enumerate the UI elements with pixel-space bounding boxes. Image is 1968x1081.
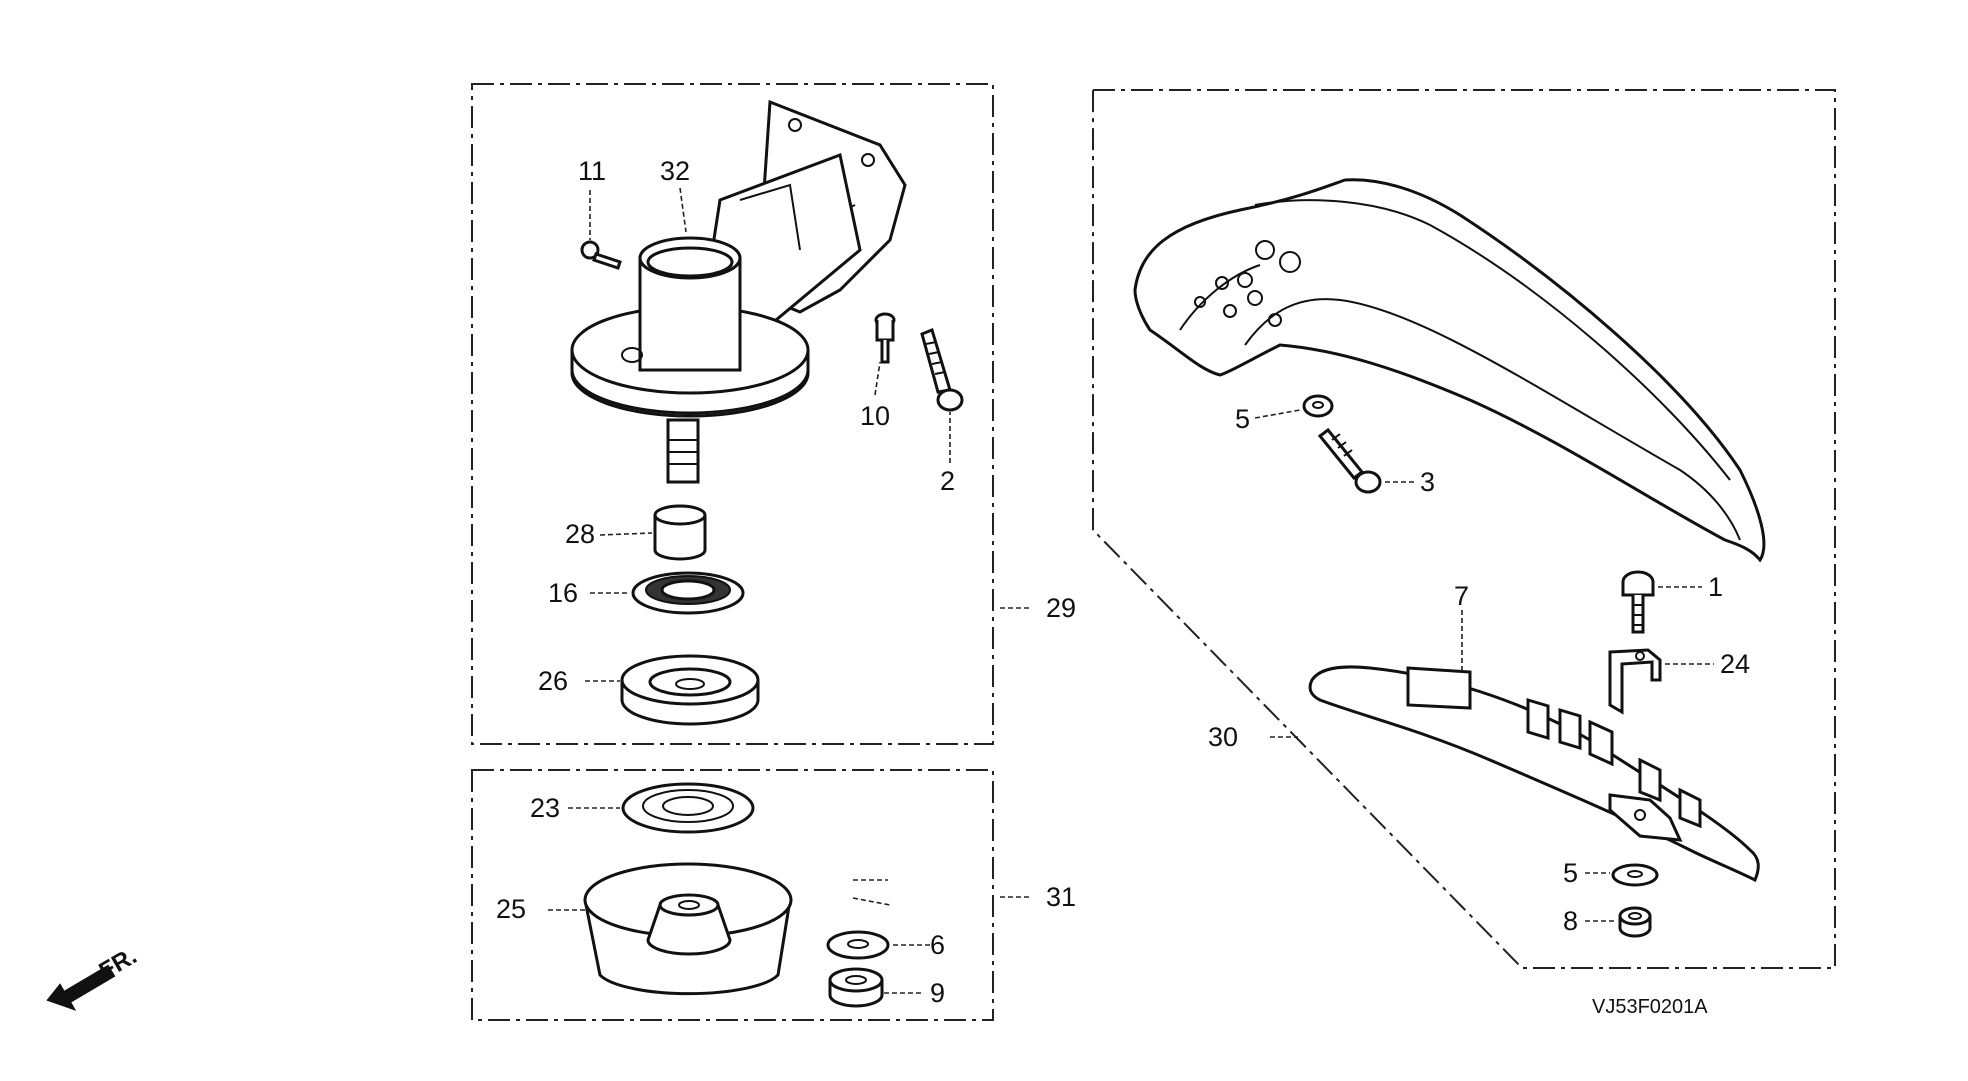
callout-1: 1 xyxy=(1708,572,1723,602)
guard-lower-part xyxy=(1308,665,1760,883)
drawing-code: VJ53F0201A xyxy=(1592,996,1708,1018)
screw-11-part xyxy=(580,240,622,270)
callout-26: 26 xyxy=(538,666,568,696)
callout-11: 11 xyxy=(578,156,606,186)
nut-9-part xyxy=(828,967,884,1008)
callout-28: 28 xyxy=(565,519,595,549)
callout-24: 24 xyxy=(1720,649,1750,679)
bolt-10-part xyxy=(874,312,896,364)
bearing-16-part xyxy=(631,571,745,615)
assembly-box-30 xyxy=(1092,89,1836,969)
callout-9: 9 xyxy=(930,978,945,1008)
callout-6: 6 xyxy=(930,930,945,960)
bracket-24-part xyxy=(1608,648,1662,715)
nut-8-part xyxy=(1618,906,1652,938)
holder-26-part xyxy=(620,654,760,726)
assembly-box-31 xyxy=(471,769,994,1021)
bushing-28-part xyxy=(653,504,707,561)
leader-lines xyxy=(548,187,1714,994)
washer-5-lower-part xyxy=(1611,863,1659,887)
callout-29: 29 xyxy=(1046,593,1076,623)
washer-23-part xyxy=(621,782,755,834)
cover-25-part xyxy=(583,862,793,996)
callout-5-lower: 5 xyxy=(1563,858,1578,888)
callout-7: 7 xyxy=(1454,581,1469,611)
callout-8: 8 xyxy=(1563,906,1578,936)
callout-25: 25 xyxy=(496,894,526,924)
callout-32: 32 xyxy=(660,156,690,186)
assembly-box-29 xyxy=(471,83,994,745)
callout-2: 2 xyxy=(940,466,955,496)
bolt-1-part xyxy=(1621,570,1655,634)
front-arrow-icon xyxy=(46,964,116,1011)
bolt-2-part xyxy=(920,327,964,412)
washer-6-part xyxy=(826,930,890,960)
callout-16: 16 xyxy=(548,578,578,608)
washer-5-upper-part xyxy=(1302,394,1334,418)
callout-10: 10 xyxy=(860,401,890,431)
callout-31: 31 xyxy=(1046,882,1076,912)
callout-30: 30 xyxy=(1208,722,1238,752)
bolt-3-part xyxy=(1317,427,1382,494)
gear-case-part xyxy=(570,99,907,484)
callout-23: 23 xyxy=(530,793,560,823)
callout-3: 3 xyxy=(1420,467,1435,497)
callout-5-upper: 5 xyxy=(1235,404,1250,434)
guard-upper-part xyxy=(1133,178,1766,563)
front-direction-marker: FR. xyxy=(46,942,141,1011)
